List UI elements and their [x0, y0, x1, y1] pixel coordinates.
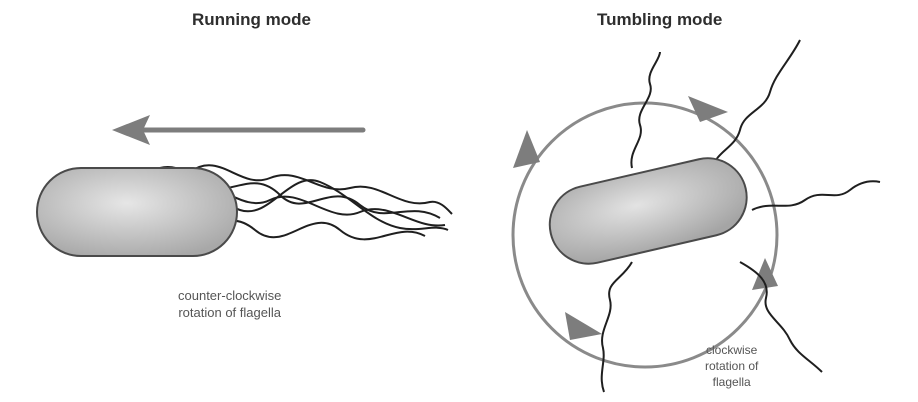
tumbling-mode-panel — [511, 39, 881, 393]
tumbling-caption: clockwise rotation of flagella — [705, 342, 758, 390]
tumbling-caption-line3: flagella — [712, 375, 751, 389]
rotation-arrowhead-right — [752, 258, 778, 290]
tumbling-caption-line2: rotation of — [705, 359, 759, 373]
tumbling-mode-title: Tumbling mode — [597, 10, 723, 29]
running-caption-line1: counter-clockwise — [178, 288, 282, 303]
rotation-arrowhead-left — [513, 130, 540, 168]
running-mode-panel — [36, 115, 453, 257]
running-bacterium-cell — [36, 167, 238, 257]
tumbling-bacterium-cell — [548, 157, 748, 265]
tumbling-caption-line1: clockwise — [706, 343, 758, 357]
tumbling-flagella — [600, 39, 881, 393]
rotation-arrowhead-bottom — [565, 312, 602, 340]
movement-direction-arrow — [112, 115, 366, 145]
running-caption-line2: rotation of flagella — [178, 305, 281, 320]
running-mode-title: Running mode — [192, 10, 311, 29]
running-caption: counter-clockwise rotation of flagella — [178, 287, 281, 321]
rotation-arrowhead-top — [688, 96, 728, 122]
